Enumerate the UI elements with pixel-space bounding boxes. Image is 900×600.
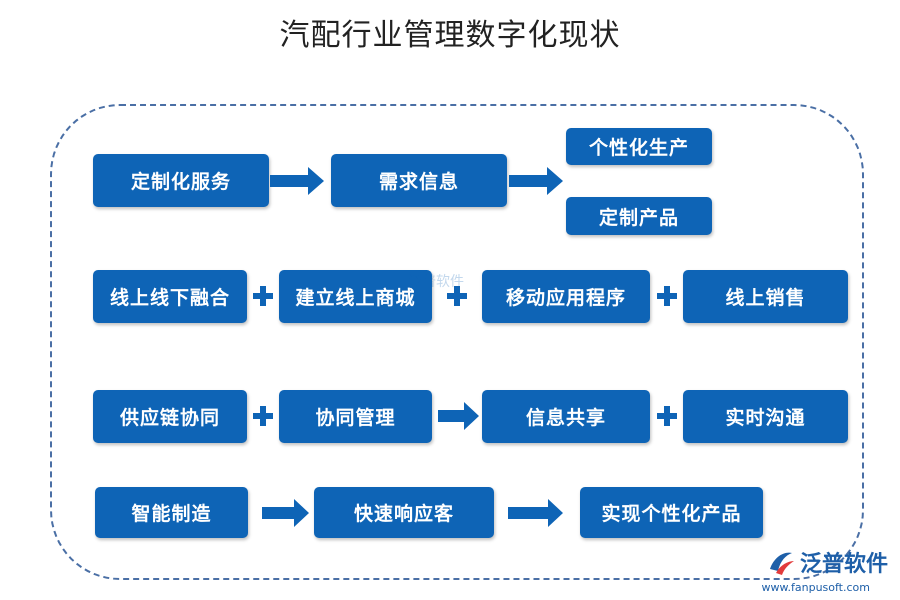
box-online-offline-fusion: 线上线下融合 xyxy=(93,270,247,323)
arrow-icon xyxy=(262,499,309,527)
box-supply-chain: 供应链协同 xyxy=(93,390,247,443)
logo-url: www.fanpusoft.com xyxy=(761,581,870,594)
box-smart-manufacturing: 智能制造 xyxy=(95,487,248,538)
arrow-icon xyxy=(270,167,324,195)
box-fast-response: 快速响应客 xyxy=(314,487,494,538)
box-demand-info: 需求信息 xyxy=(331,154,507,207)
plus-icon xyxy=(657,406,677,426)
arrow-icon xyxy=(509,167,563,195)
box-personalized-production: 个性化生产 xyxy=(566,128,712,165)
box-online-mall: 建立线上商城 xyxy=(279,270,432,323)
fanpu-logo-icon xyxy=(769,552,794,575)
arrow-icon xyxy=(508,499,563,527)
logo-text: 泛普软件 xyxy=(799,552,888,577)
dashed-frame xyxy=(50,104,864,580)
plus-icon xyxy=(657,286,677,306)
plus-icon xyxy=(253,286,273,306)
brand-logo: 泛普软件 xyxy=(766,546,888,578)
watermark: 泛普软件 xyxy=(408,274,464,290)
box-custom-products: 定制产品 xyxy=(566,197,712,235)
box-online-sales: 线上销售 xyxy=(683,270,848,323)
page-title: 汽配行业管理数字化现状 xyxy=(279,18,621,53)
box-mobile-app: 移动应用程序 xyxy=(482,270,650,323)
box-collab-management: 协同管理 xyxy=(279,390,432,443)
box-realtime-comm: 实时沟通 xyxy=(683,390,848,443)
plus-icon xyxy=(447,286,467,306)
arrow-icon xyxy=(438,402,479,430)
box-custom-service: 定制化服务 xyxy=(93,154,269,207)
plus-icon xyxy=(253,406,273,426)
box-personalized-products: 实现个性化产品 xyxy=(580,487,763,538)
box-info-sharing: 信息共享 xyxy=(482,390,650,443)
